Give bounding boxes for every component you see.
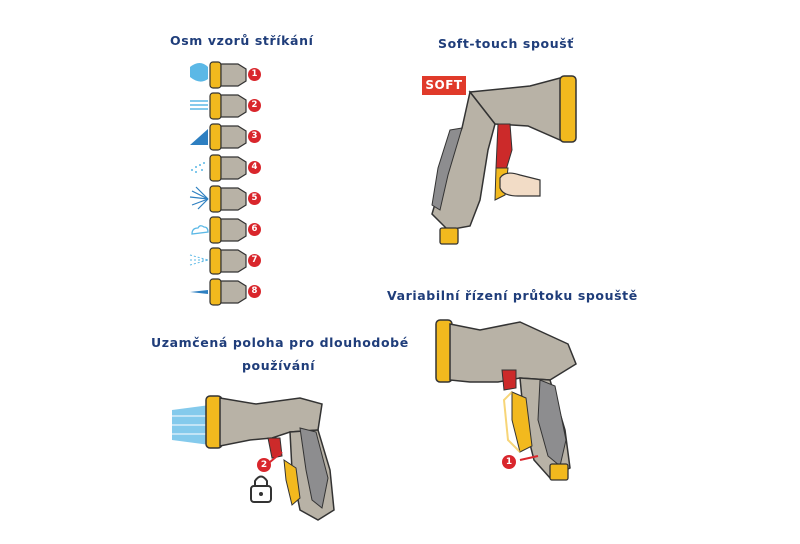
step-marker-variable: 1: [502, 455, 516, 469]
spray-gun-illustration: [431, 75, 577, 245]
soft-touch-title: Soft-touch spoušť: [438, 36, 574, 51]
jet-spray-icon: [190, 290, 208, 294]
lock-icon: [250, 475, 272, 503]
pattern-number: 8: [248, 285, 261, 298]
flat-spray-icon: [190, 100, 208, 110]
spray-pattern-row: 5: [189, 185, 270, 213]
shower-spray-icon: [191, 162, 205, 173]
nozzle-body: [220, 63, 247, 87]
nozzle-body: [220, 218, 247, 242]
water-spray-icon: [172, 405, 210, 445]
locked-position-title-line2: používání: [242, 358, 316, 373]
spray-pattern-row: 2: [190, 92, 270, 120]
pattern-number: 3: [248, 130, 261, 143]
locked-position-title: Uzamčená poloha pro dlouhodobé: [151, 335, 409, 350]
nozzle-body: [220, 156, 247, 180]
spray-pattern-row: 1: [190, 61, 270, 89]
cone-spray-icon: [190, 129, 208, 145]
nozzle-body: [220, 94, 247, 118]
soft-badge: SOFT: [422, 76, 466, 95]
nozzle-body: [220, 187, 247, 211]
nozzle-body: [220, 249, 247, 273]
mist-spray-icon: [191, 225, 209, 235]
spray-pattern-row: 4: [190, 154, 270, 182]
fan-spray-icon: [189, 186, 209, 210]
patterns-title: Osm vzorů stříkání: [170, 33, 314, 48]
spray-pattern-row: 8: [190, 278, 270, 306]
pattern-number: 7: [248, 254, 261, 267]
pattern-number: 2: [248, 99, 261, 112]
nozzle-body: [220, 280, 247, 304]
pattern-number: 6: [248, 223, 261, 236]
pattern-number: 5: [248, 192, 261, 205]
nozzle-body: [220, 125, 247, 149]
spray-pattern-row: 7: [189, 247, 270, 275]
full-spray-icon: [190, 63, 208, 82]
step-marker-locked: 2: [257, 458, 271, 472]
jet-mist-spray-icon: [189, 254, 209, 266]
spray-pattern-row: 6: [190, 216, 270, 244]
pattern-number: 1: [248, 68, 261, 81]
pattern-number: 4: [248, 161, 261, 174]
variable-flow-title: Variabilní řízení průtoku spouště: [387, 288, 638, 303]
spray-pattern-row: 3: [190, 123, 270, 151]
